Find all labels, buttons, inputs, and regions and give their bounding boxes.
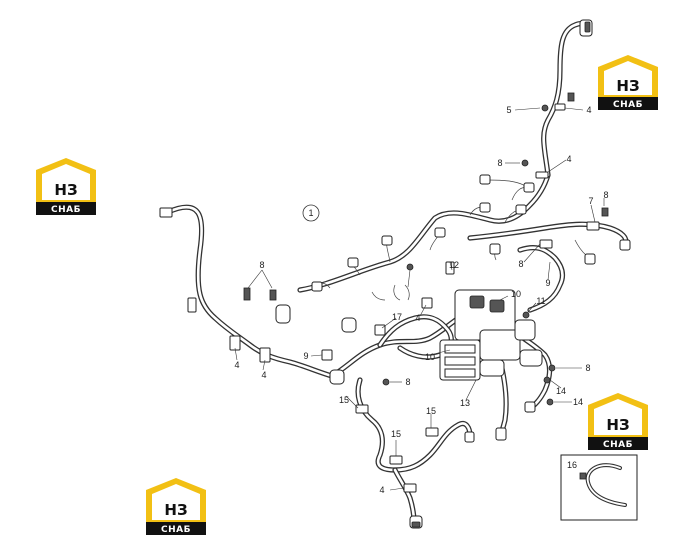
callout-8-left: 8 [259, 260, 264, 270]
leader-lines [234, 107, 605, 491]
detail-inset-16: 16 [560, 454, 638, 521]
callout-circle-1 [302, 204, 320, 222]
callout-13: 13 [460, 398, 470, 408]
callout-15-a: 15 [339, 395, 349, 405]
svg-text:СНАБ: СНАБ [613, 100, 643, 110]
callout-5: 5 [506, 105, 511, 115]
callout-10-bottom: 10 [425, 352, 435, 362]
connectors [159, 19, 631, 529]
callout-14-a: 14 [556, 386, 566, 396]
callout-8-lower-left: 8 [405, 377, 410, 387]
svg-text:СНАБ: СНАБ [161, 525, 191, 535]
callouts: 1 5 4 8 4 7 8 8 9 8 12 10 11 17 4 10 9 4… [234, 105, 608, 495]
callout-4-center: 4 [415, 313, 420, 323]
main-harness [165, 20, 629, 525]
svg-text:НЗ: НЗ [164, 501, 187, 519]
callout-8-lower-right: 8 [585, 363, 590, 373]
callout-10-top: 10 [511, 289, 521, 299]
svg-text:СНАБ: СНАБ [51, 205, 81, 215]
callout-17: 17 [392, 312, 402, 322]
watermark-logo-right: НЗ СНАБ [588, 393, 648, 450]
svg-text:НЗ: НЗ [606, 416, 629, 434]
callout-4-mid: 4 [566, 154, 571, 164]
callout-11: 11 [536, 296, 545, 306]
bolts [243, 92, 609, 406]
callout-12: 12 [449, 260, 459, 270]
callout-9-left: 9 [303, 351, 308, 361]
callout-15-c: 15 [391, 429, 401, 439]
callout-7: 7 [588, 196, 593, 206]
callout-8-mid: 8 [518, 259, 523, 269]
watermark-logo-bottom-left: НЗ СНАБ [146, 478, 206, 535]
svg-text:НЗ: НЗ [616, 77, 639, 95]
callout-4-top: 4 [586, 105, 591, 115]
svg-text:СНАБ: СНАБ [603, 440, 633, 450]
svg-text:НЗ: НЗ [54, 181, 77, 199]
callout-14-b: 14 [573, 397, 583, 407]
watermark-logo-left: НЗ СНАБ [36, 158, 96, 215]
callout-4-left-b: 4 [261, 370, 266, 380]
callout-15-b: 15 [426, 406, 436, 416]
callout-4-left-a: 4 [234, 360, 239, 370]
callout-1: 1 [308, 208, 313, 218]
callout-8-top: 8 [497, 158, 502, 168]
callout-16: 16 [567, 460, 577, 470]
callout-4-bottom: 4 [379, 485, 384, 495]
watermark-logo-top-right: НЗ СНАБ [598, 55, 658, 110]
callout-9-right: 9 [545, 278, 550, 288]
callout-8-right: 8 [603, 190, 608, 200]
